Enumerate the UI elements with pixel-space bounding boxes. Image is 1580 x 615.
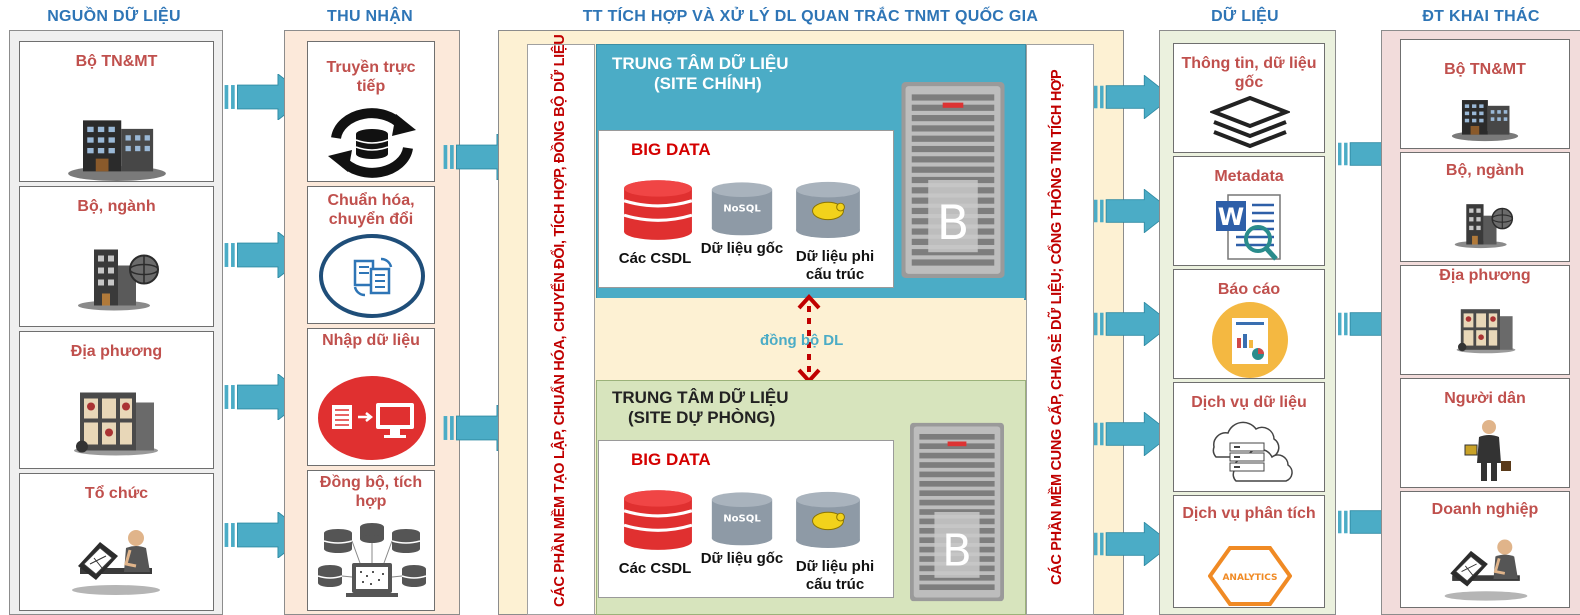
backup-label-phi-cau-truc: Dữ liệu phi cấu trúc xyxy=(795,558,875,593)
source-label-bo-nganh: Bộ, ngành xyxy=(77,198,156,215)
data-card-data-service: Dịch vụ dữ liệu xyxy=(1173,382,1325,492)
ingest-label-normalize: Chuẩn hóa, chuyển đổi xyxy=(327,192,415,228)
primary-label-phi-cau-truc: Dữ liệu phi cấu trúc xyxy=(795,248,875,283)
data-label-goc: Thông tin, dữ liệu gốc xyxy=(1181,55,1317,91)
backup-label-goc: Dữ liệu gốc xyxy=(700,550,784,567)
source-card-tnmt: Bộ TN&MT xyxy=(19,41,214,182)
consumer-card-dia-phuong: Địa phương xyxy=(1400,265,1570,375)
data-entry-icon xyxy=(318,376,426,460)
backup-label-csdl: Các CSDL xyxy=(618,560,692,577)
consumer-card-nguoi-dan: Người dân xyxy=(1400,378,1570,488)
data-card-metadata: Metadata W xyxy=(1173,156,1325,266)
right-software-label: CÁC PHẦN MỀM CUNG CẤP, CHIA SẺ DỮ LIỆU; … xyxy=(1049,69,1065,585)
sync-label: đồng bộ DL xyxy=(760,332,844,349)
source-card-dia-phuong: Địa phương xyxy=(19,331,214,469)
sources-title: NGUỒN DỮ LIỆU xyxy=(47,8,181,25)
consumer-ministry-icon xyxy=(1449,84,1521,142)
source-label-to-chuc: Tổ chức xyxy=(84,485,149,502)
backup-hadoop-db-icon xyxy=(792,490,864,548)
source-label-tnmt: Bộ TN&MT xyxy=(75,53,158,70)
data-card-report: Báo cáo xyxy=(1173,269,1325,379)
ingest-label-input: Nhập dữ liệu xyxy=(322,332,420,349)
sync-database-icon xyxy=(328,108,416,178)
cloud-server-icon xyxy=(1212,421,1293,482)
consumer-label-doanh-nghiep: Doanh nghiệp xyxy=(1431,501,1539,518)
consumers-title: ĐT KHAI THÁC xyxy=(1422,8,1540,25)
nosql-db-icon: NoSQL xyxy=(710,180,774,236)
primary-bigdata-title: BIG DATA xyxy=(631,140,711,159)
ingest-label-sync: Đồng bộ, tích hợp xyxy=(319,474,423,510)
ingest-card-direct: Truyền trực tiếp xyxy=(307,41,435,182)
ingest-card-sync: Đồng bộ, tích hợp xyxy=(307,470,435,611)
backup-relational-db-icon xyxy=(622,488,694,550)
consumer-worker-icon xyxy=(1439,526,1533,602)
analytics-hexagon-icon: ANALYTICS xyxy=(1208,546,1292,606)
ingest-title: THU NHẬN xyxy=(327,8,413,25)
database-cluster-icon xyxy=(317,523,427,597)
office-worker-icon xyxy=(66,516,166,596)
primary-label-goc: Dữ liệu gốc xyxy=(700,240,784,257)
source-card-bo-nganh: Bộ, ngành xyxy=(19,186,214,327)
consumer-building-globe-icon xyxy=(1449,189,1521,251)
left-software-label: CÁC PHẦN MỀM TẠO LẬP, CHUẨN HÓA, CHUYỂN … xyxy=(552,34,568,607)
left-software-band xyxy=(527,44,595,615)
consumer-label-tnmt: Bộ TN&MT xyxy=(1444,61,1526,78)
report-chart-icon xyxy=(1212,302,1288,378)
backup-site-title: TRUNG TÂM DỮ LIỆU xyxy=(612,388,789,407)
consumer-card-doanh-nghiep: Doanh nghiệp xyxy=(1400,491,1570,608)
backup-nosql-text: NoSQL xyxy=(723,514,761,525)
ministry-building-icon xyxy=(62,97,172,182)
backup-server-letter: B xyxy=(942,527,972,577)
data-title: DỮ LIỆU xyxy=(1211,8,1279,25)
backup-server-icon: B xyxy=(910,422,1004,602)
data-label-data-service: Dịch vụ dữ liệu xyxy=(1191,394,1307,411)
consumer-card-tnmt: Bộ TN&MT xyxy=(1400,39,1570,149)
primary-server-letter: B xyxy=(937,196,970,251)
ingest-card-input: Nhập dữ liệu xyxy=(307,328,435,466)
center-title: TT TÍCH HỢP VÀ XỬ LÝ DL QUAN TRẮC TNMT Q… xyxy=(582,8,1039,25)
analytics-badge-text: ANALYTICS xyxy=(1222,573,1277,583)
convert-document-icon xyxy=(319,234,425,318)
citizen-person-icon xyxy=(1464,420,1511,481)
stack-layers-icon xyxy=(1210,96,1290,149)
backup-nosql-db-icon: NoSQL xyxy=(710,490,774,546)
word-document-icon: W xyxy=(1216,194,1281,261)
word-letter: W xyxy=(1218,203,1244,231)
building-globe-icon xyxy=(70,229,170,314)
source-label-dia-phuong: Địa phương xyxy=(70,343,163,360)
consumer-label-nguoi-dan: Người dân xyxy=(1444,390,1526,407)
ingest-card-normalize: Chuẩn hóa, chuyển đổi xyxy=(307,186,435,324)
data-card-goc: Thông tin, dữ liệu gốc xyxy=(1173,43,1325,153)
right-software-band xyxy=(1026,44,1094,615)
backup-site-subtitle: (SITE DỰ PHÒNG) xyxy=(628,408,776,427)
consumer-card-bo-nganh: Bộ, ngành xyxy=(1400,152,1570,262)
primary-site-subtitle: (SITE CHÍNH) xyxy=(654,74,762,93)
shop-building-icon xyxy=(66,374,166,459)
relational-db-icon xyxy=(622,178,694,240)
consumer-label-dia-phuong: Địa phương xyxy=(1439,267,1531,284)
ingest-label-direct: Truyền trực tiếp xyxy=(326,59,416,95)
data-label-report: Báo cáo xyxy=(1217,281,1281,298)
primary-site-title: TRUNG TÂM DỮ LIỆU xyxy=(612,54,789,73)
backup-bigdata-title: BIG DATA xyxy=(631,450,711,469)
data-label-metadata: Metadata xyxy=(1214,168,1284,185)
nosql-text: NoSQL xyxy=(723,204,761,215)
data-card-analytics: Dịch vụ phân tích ANALYTICS xyxy=(1173,495,1325,608)
hadoop-db-icon xyxy=(792,180,864,238)
consumer-shop-icon xyxy=(1451,296,1521,356)
data-label-analytics: Dịch vụ phân tích xyxy=(1182,505,1316,522)
source-card-to-chuc: Tổ chức xyxy=(19,473,214,611)
primary-label-csdl: Các CSDL xyxy=(618,250,692,267)
consumer-label-bo-nganh: Bộ, ngành xyxy=(1445,162,1525,179)
primary-server-icon: B xyxy=(900,82,1006,278)
